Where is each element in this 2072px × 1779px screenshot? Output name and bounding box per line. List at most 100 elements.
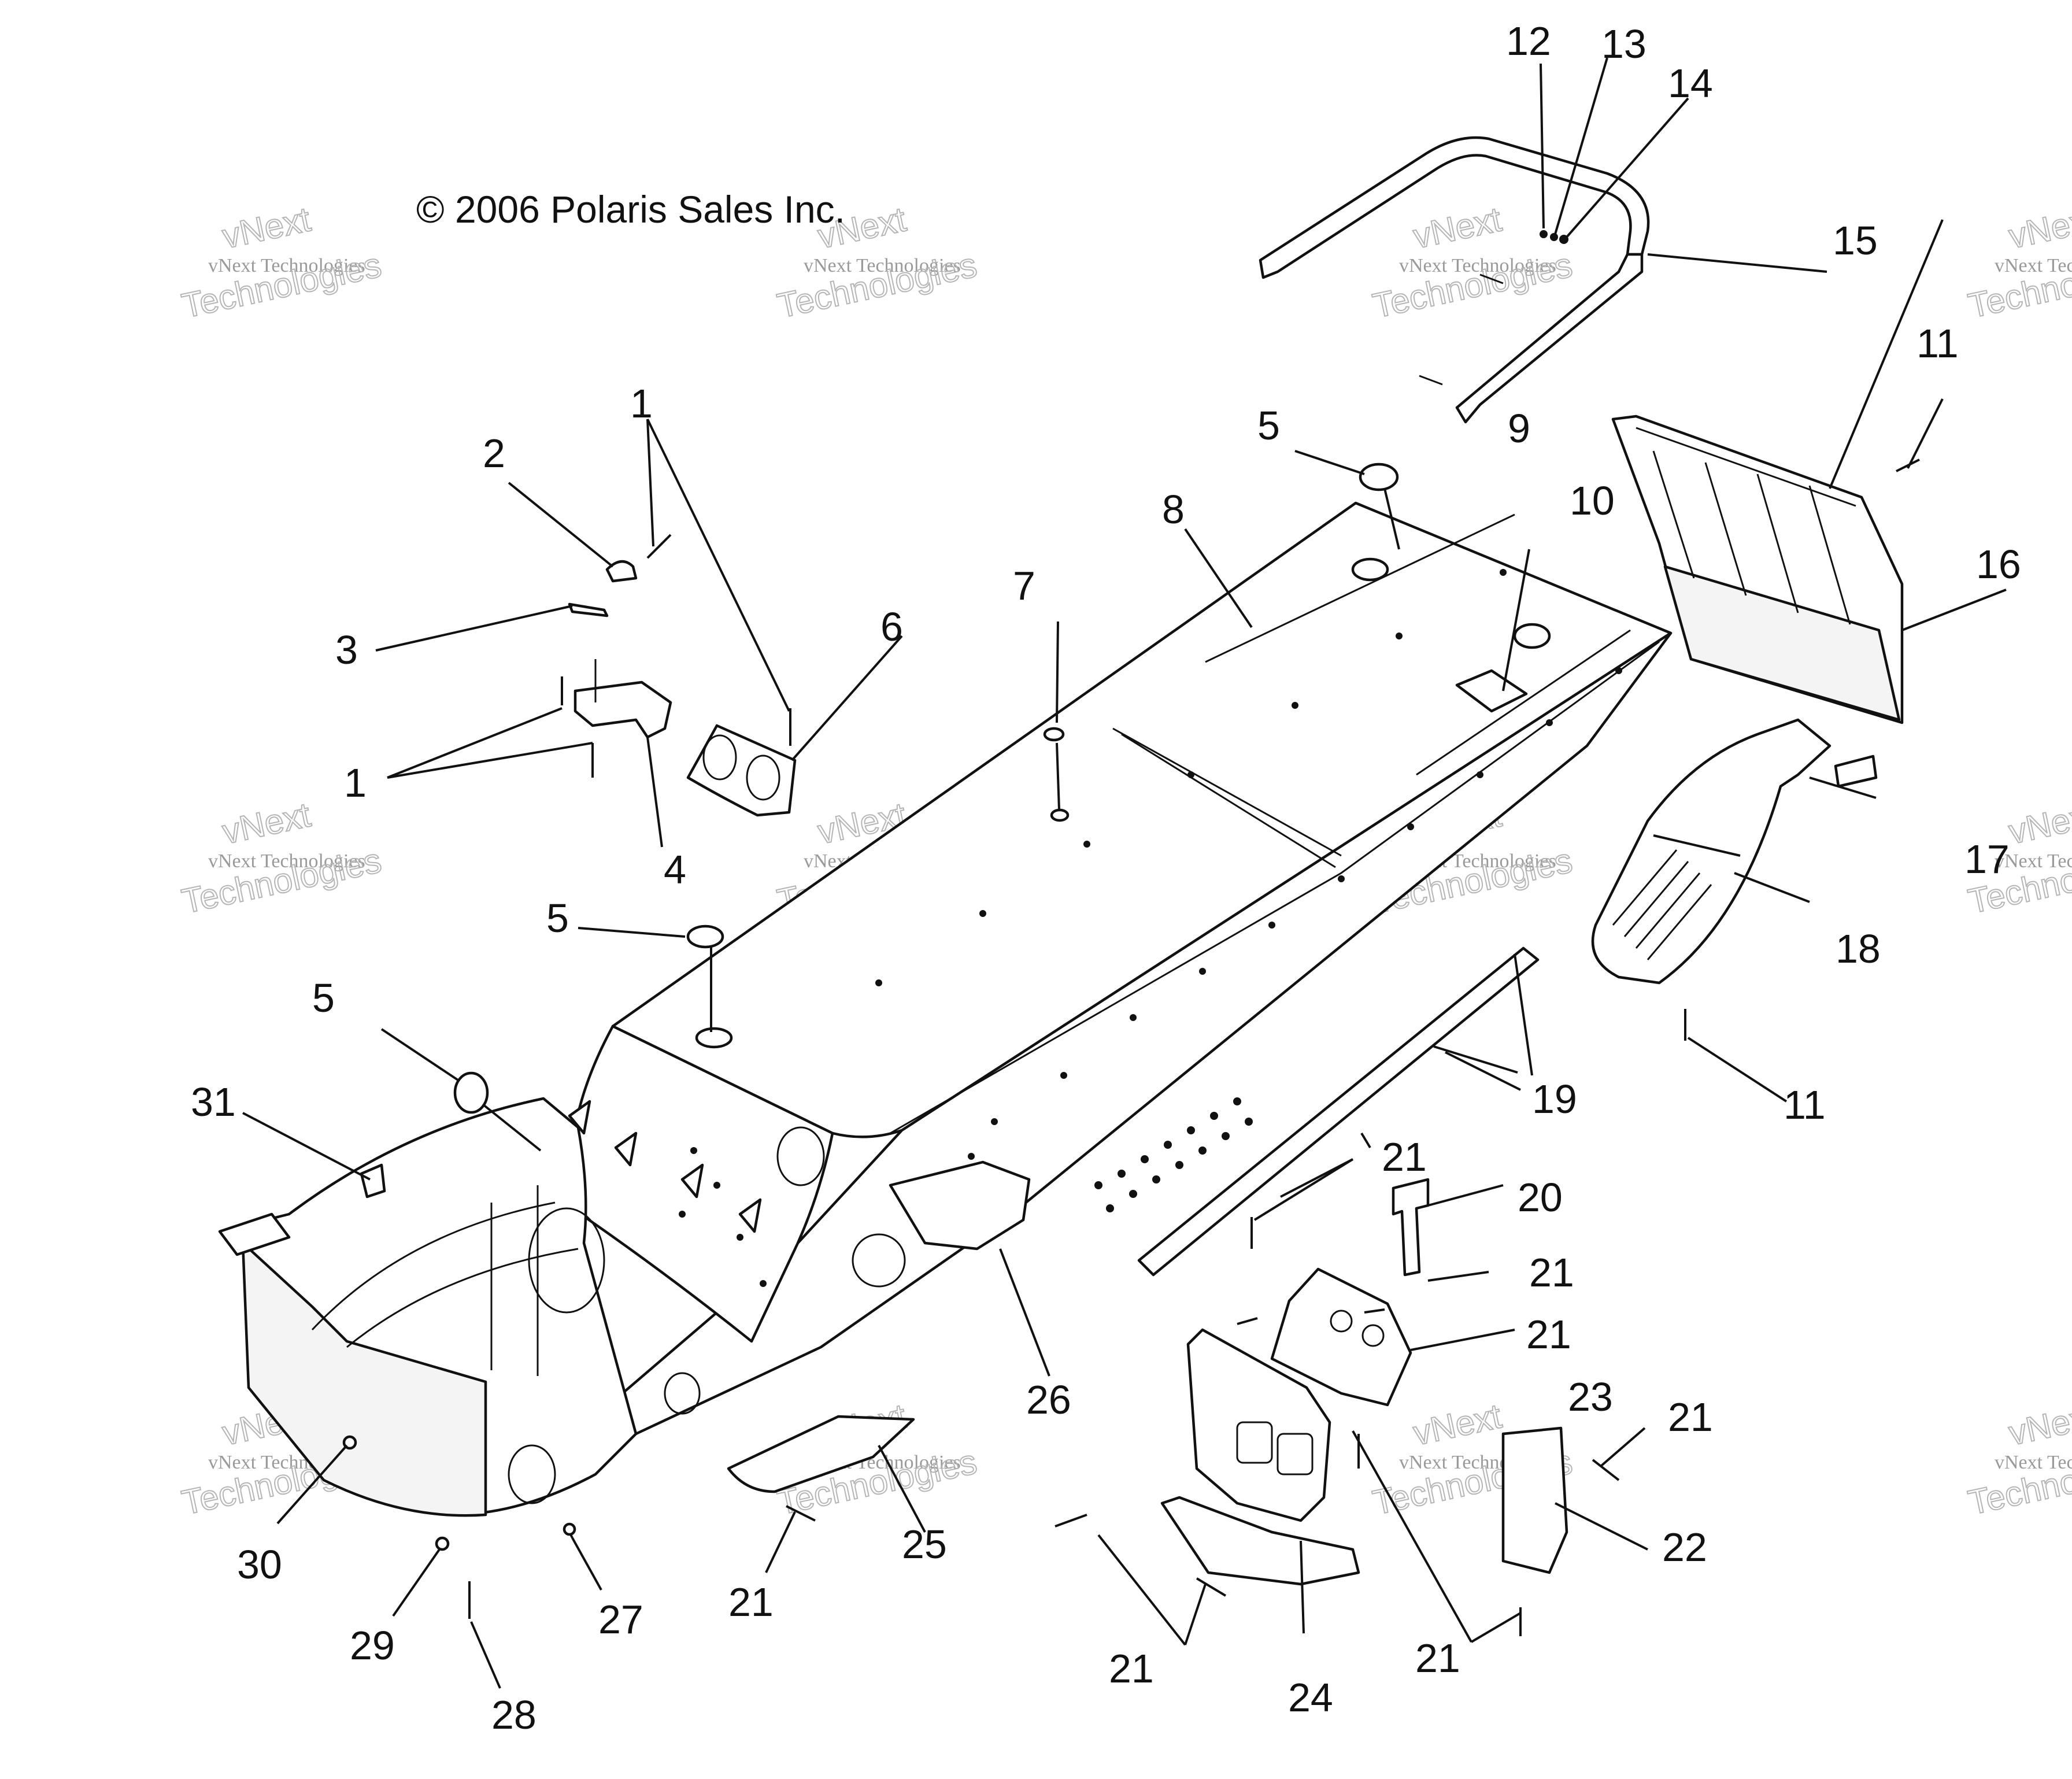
callout-label: 13	[1601, 21, 1646, 66]
watermark-text: vNext Technologies	[208, 850, 365, 872]
watermark-tile: vNext Technologies vNext Technologies	[178, 199, 386, 326]
rivet	[875, 979, 882, 986]
callout-label: 22	[1662, 1525, 1707, 1570]
watermark-text: vNext	[219, 199, 314, 256]
callout-label: 26	[1026, 1377, 1071, 1422]
bumper-mount-bracket	[218, 1212, 291, 1256]
leader-lines	[242, 57, 2007, 1689]
bulkhead-cutout	[528, 1207, 605, 1314]
callout-labels: 1 1 2 2 3 4 5 5 5 6 7 8 9 10 11 11 12 13…	[191, 19, 2021, 1737]
hole-plug-part-5	[686, 924, 724, 949]
grab-handle-part-15	[1259, 136, 1650, 424]
callout-label: 23	[1568, 1374, 1613, 1419]
bolt-part-21	[1364, 1308, 1385, 1314]
tunnel-side-rail	[1416, 629, 1631, 776]
rivet	[979, 910, 986, 917]
watermark-text: vNext Technologies	[1995, 1452, 2072, 1473]
callout-label: 14	[1668, 61, 1713, 106]
rivet	[1199, 968, 1206, 975]
rivet	[1060, 1072, 1067, 1079]
rivet	[1407, 823, 1414, 830]
bolt-part-21	[786, 1505, 816, 1522]
callout-label: 11	[1784, 1082, 1826, 1127]
callout-label: 21	[1529, 1250, 1574, 1295]
callout-label: 10	[1570, 478, 1615, 523]
panel-part-23	[1270, 1267, 1412, 1407]
callout-label: 12	[1506, 19, 1551, 64]
callout-label: 21	[1526, 1312, 1571, 1357]
watermark-tile: vNext Technologies vNext Technologies	[178, 794, 386, 921]
rivet	[1500, 569, 1507, 576]
cradle-floor	[311, 1201, 556, 1331]
rivet	[991, 1118, 998, 1125]
callout-label: 15	[1833, 218, 1878, 263]
bolt-part-1	[646, 534, 672, 559]
tunnel-cross-brace	[1112, 727, 1342, 857]
rivet	[1292, 702, 1298, 709]
callout-label: 24	[1288, 1675, 1333, 1720]
rivet	[1268, 922, 1275, 929]
callout-label: 3	[335, 627, 358, 672]
bolt-part-21	[1196, 1577, 1227, 1597]
callout-label: 16	[1976, 542, 2021, 587]
rivet	[737, 1234, 743, 1241]
callout-label: 11	[1916, 321, 1959, 366]
bulkhead-ear	[738, 1198, 762, 1233]
hole-plug-part-5	[695, 1027, 733, 1049]
bracket-part-4	[574, 659, 672, 739]
callout-label: 18	[1836, 926, 1881, 971]
rivet	[1615, 667, 1622, 674]
bolt-part-21	[1237, 1317, 1258, 1325]
snowflap-part-16	[1611, 415, 1904, 724]
running-board-part-18	[1591, 718, 1832, 985]
tunnel-edge	[890, 641, 1660, 1134]
rivet	[1396, 633, 1403, 639]
bolt-part-21	[1592, 1459, 1620, 1481]
rivet	[713, 1182, 720, 1189]
callout-label: 8	[1162, 487, 1185, 532]
rear-plate-part-10	[1455, 669, 1528, 713]
nut-part-29	[435, 1536, 450, 1551]
rivet	[968, 1153, 975, 1160]
callout-label: 31	[191, 1079, 236, 1125]
watermark-tile: vNext Technologies vNext Technologies	[1964, 199, 2072, 326]
rivet	[1338, 875, 1345, 882]
cradle-floor	[346, 1248, 579, 1348]
watermark-text: vNext	[2006, 1396, 2072, 1452]
callout-label: 21	[1109, 1646, 1154, 1691]
bulkhead-cutout	[852, 1233, 906, 1288]
front-bumper-frame	[241, 1241, 487, 1517]
bulkhead-ear	[568, 1100, 591, 1135]
callout-label: 6	[880, 604, 903, 649]
bulkhead-cutout	[776, 1126, 825, 1186]
callout-label: 25	[902, 1522, 947, 1567]
skid-plate-part-25	[727, 1415, 915, 1493]
tunnel-cross-brace	[1121, 733, 1336, 868]
bolt-part-21	[1054, 1514, 1087, 1528]
watermark-text: vNext Technologies	[804, 255, 961, 276]
bulkhead-cutout	[508, 1444, 556, 1504]
callout-label: 17	[1964, 837, 2010, 882]
watermark-text: vNext Technologies	[208, 255, 365, 276]
rivet	[679, 1211, 686, 1218]
rivet	[760, 1280, 767, 1287]
grommet-part-7	[1050, 808, 1070, 822]
support-part-26	[889, 1160, 1031, 1251]
bolt-part-11	[1896, 458, 1920, 472]
callout-label: 5	[312, 975, 335, 1020]
hole-plug	[1351, 557, 1389, 582]
trim-strip-part-19	[1137, 946, 1540, 1277]
watermark-text: vNext	[1410, 199, 1505, 256]
grab-handle-bolt	[1419, 375, 1443, 386]
callout-label: 1	[344, 760, 367, 805]
tunnel-side-rail	[1205, 513, 1515, 663]
hole-plug-part-5	[1359, 463, 1399, 491]
washer-part-12	[1540, 230, 1548, 238]
nut-part-14	[1559, 235, 1568, 244]
callout-label: 30	[237, 1542, 282, 1587]
watermark-text: vNext	[219, 795, 314, 851]
callout-label: 28	[491, 1692, 536, 1737]
tunnel-hole-pattern	[1094, 1097, 1253, 1212]
rivet	[1130, 1014, 1137, 1021]
